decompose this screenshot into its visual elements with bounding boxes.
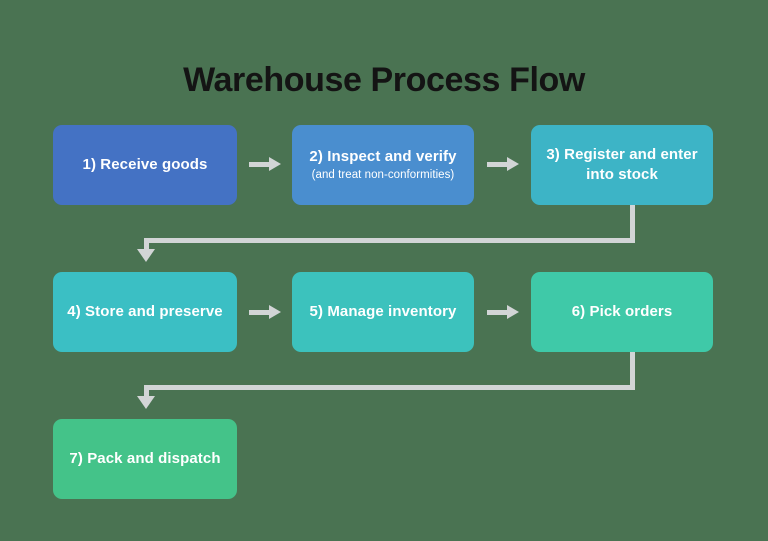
flow-node-5-manage-inventory[interactable]: 5) Manage inventory	[292, 272, 474, 352]
connector-segment-vertical-right	[630, 352, 635, 390]
flow-node-7-label: 7) Pack and dispatch	[69, 450, 221, 467]
flow-node-6-pick-orders[interactable]: 6) Pick orders	[531, 272, 713, 352]
flow-node-4-label: 4) Store and preserve	[67, 303, 223, 320]
flow-node-5-label: 5) Manage inventory	[309, 303, 457, 320]
arrow-shaft	[249, 310, 270, 315]
flow-node-2-label: 2) Inspect and verify	[309, 148, 457, 165]
flow-node-2-sublabel: (and treat non-conformities)	[311, 169, 455, 181]
connector-segment-vertical-right	[630, 205, 635, 243]
connector-arrow-4-to-5	[249, 305, 281, 319]
arrow-shaft	[487, 310, 508, 315]
page-title: Warehouse Process Flow	[183, 61, 585, 99]
arrow-head-right-icon	[269, 157, 281, 171]
connector-segment-horizontal	[144, 238, 635, 243]
arrow-shaft	[249, 162, 270, 167]
arrow-head-down-icon	[137, 249, 155, 262]
flow-node-3-register-and-enter-into-stock[interactable]: 3) Register and enter into stock	[531, 125, 713, 205]
arrow-head-right-icon	[507, 305, 519, 319]
connector-arrow-5-to-6	[487, 305, 519, 319]
arrow-head-down-icon	[137, 396, 155, 409]
connector-segment-horizontal	[144, 385, 635, 390]
flow-node-1-receive-goods[interactable]: 1) Receive goods	[53, 125, 237, 205]
connector-arrow-1-to-2	[249, 157, 281, 171]
arrow-head-right-icon	[269, 305, 281, 319]
flow-node-1-label: 1) Receive goods	[82, 156, 208, 173]
flow-node-4-store-and-preserve[interactable]: 4) Store and preserve	[53, 272, 237, 352]
flow-node-2-inspect-and-verify[interactable]: 2) Inspect and verify (and treat non-con…	[292, 125, 474, 205]
flow-node-6-label: 6) Pick orders	[571, 303, 673, 320]
arrow-shaft	[487, 162, 508, 167]
flow-node-7-pack-and-dispatch[interactable]: 7) Pack and dispatch	[53, 419, 237, 499]
connector-segment-vertical-left	[144, 385, 149, 397]
arrow-head-right-icon	[507, 157, 519, 171]
connector-segment-vertical-left	[144, 238, 149, 250]
flow-node-3-label: 3) Register and enter into stock	[546, 146, 698, 183]
connector-arrow-2-to-3	[487, 157, 519, 171]
